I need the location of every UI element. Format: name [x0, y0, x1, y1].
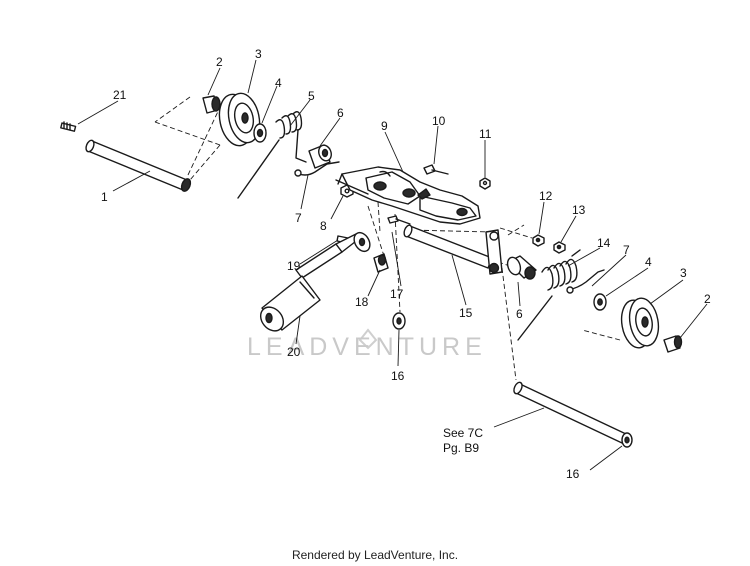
label-part-2-right: 2 — [704, 292, 711, 306]
part-4-washer-top — [253, 123, 267, 143]
label-part-17: 17 — [390, 287, 404, 301]
part-1-shaft — [85, 139, 192, 192]
label-part-4-right: 4 — [645, 255, 652, 269]
lower-shaft-reference — [513, 381, 627, 444]
part-14-torsion-spring — [517, 249, 581, 341]
part-7-clip-top — [294, 161, 340, 177]
part-6-spacer-top — [308, 144, 332, 169]
label-part-13: 13 — [572, 203, 586, 217]
label-part-10: 10 — [432, 114, 446, 128]
phantom-outline-right — [501, 267, 621, 381]
part-13-nut — [553, 241, 566, 254]
part-9-bracket-arm — [335, 166, 481, 225]
reference-note: See 7C Pg. B9 — [443, 426, 483, 455]
part-2-bushing-right — [663, 335, 683, 353]
label-part-16-center: 16 — [391, 369, 405, 383]
part-17-bolt — [387, 215, 411, 225]
label-part-21: 21 — [113, 88, 127, 102]
part-12-nut — [532, 234, 545, 247]
part-10-bolt — [423, 164, 449, 175]
part-number-labels: 21 1 2 3 4 5 6 7 8 9 10 11 12 13 14 19 1… — [101, 47, 711, 481]
part-16-washer-lower — [621, 432, 633, 448]
label-part-19: 19 — [287, 259, 301, 273]
part-21-pin — [60, 121, 77, 132]
part-3-pulley-top — [218, 92, 261, 147]
label-part-16-lower: 16 — [566, 467, 580, 481]
label-part-14: 14 — [597, 236, 611, 250]
reference-note-line-1: See 7C — [443, 426, 483, 440]
part-3-pulley-right — [620, 297, 660, 349]
label-part-8: 8 — [320, 219, 327, 233]
label-part-6-top: 6 — [337, 106, 344, 120]
label-part-9: 9 — [381, 119, 388, 133]
part-2-bushing-top — [202, 95, 221, 114]
part-18-bushing — [373, 253, 389, 273]
watermark-text: LEADVENTURE — [247, 333, 487, 361]
part-6-spacer-right — [506, 255, 537, 280]
label-part-18: 18 — [355, 295, 369, 309]
part-5-torsion-spring — [237, 111, 307, 199]
label-part-2-top: 2 — [216, 55, 223, 69]
reference-note-line-2: Pg. B9 — [443, 441, 479, 455]
part-16-washer-center — [392, 312, 406, 330]
label-part-5: 5 — [308, 89, 315, 103]
label-part-3-right: 3 — [680, 266, 687, 280]
label-part-1: 1 — [101, 190, 108, 204]
leader-lines — [77, 59, 708, 471]
label-part-7-right: 7 — [623, 243, 630, 257]
label-part-11: 11 — [479, 127, 492, 141]
part-7-clip-right — [566, 269, 605, 294]
watermark-logo: LEADVENTURE — [247, 328, 487, 361]
label-part-3-top: 3 — [255, 47, 262, 61]
part-4-washer-right — [593, 293, 607, 311]
label-part-4-top: 4 — [275, 76, 282, 90]
label-part-7-top: 7 — [295, 211, 302, 225]
label-part-12: 12 — [539, 189, 553, 203]
part-20-shock-absorber — [259, 231, 371, 332]
label-part-15: 15 — [459, 306, 473, 320]
label-part-20: 20 — [287, 345, 301, 359]
part-11-nut — [479, 177, 491, 190]
phantom-outline-left — [154, 96, 223, 181]
footer-credit: Rendered by LeadVenture, Inc. — [291, 548, 459, 562]
part-15-cross-shaft — [403, 224, 503, 275]
label-part-6-right: 6 — [516, 307, 523, 321]
